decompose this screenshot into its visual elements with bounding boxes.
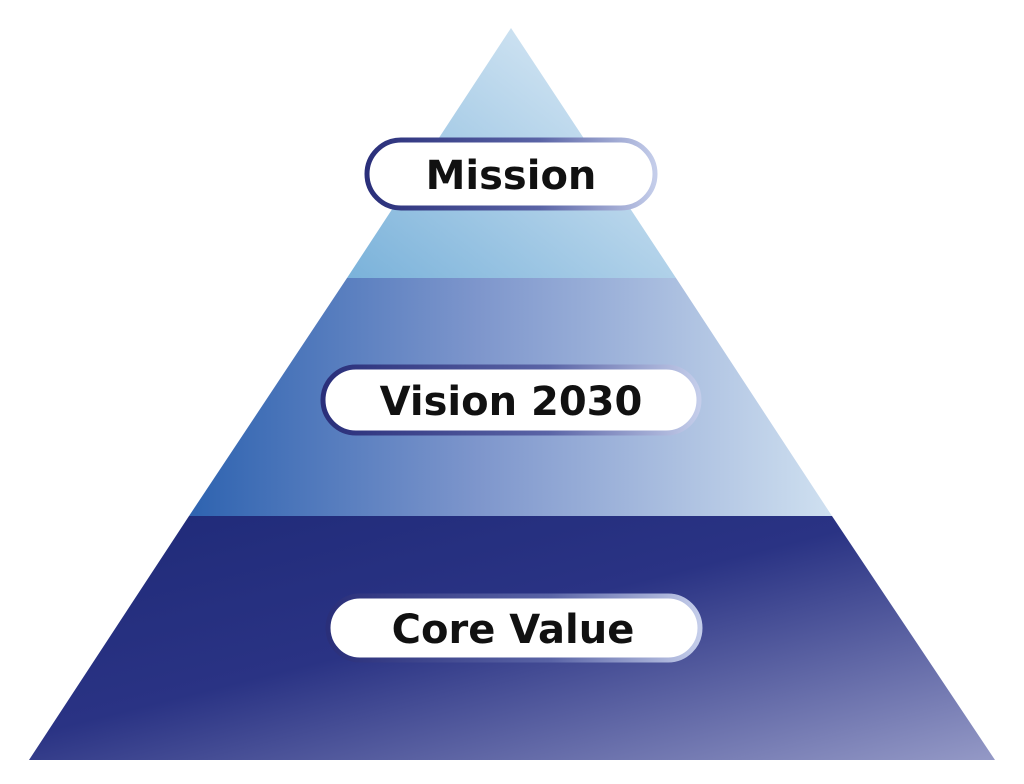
mission-label: Mission <box>426 153 597 199</box>
tier-label-vision: Vision 2030 <box>320 364 702 436</box>
tier-label-core-value: Core Value <box>325 593 703 663</box>
vision-label: Vision 2030 <box>380 379 643 425</box>
core-value-label: Core Value <box>392 607 635 653</box>
tier-label-mission: Mission <box>364 137 658 211</box>
